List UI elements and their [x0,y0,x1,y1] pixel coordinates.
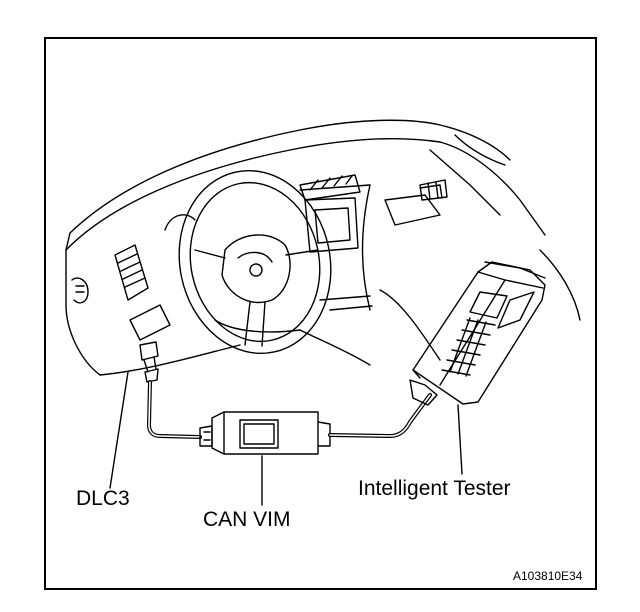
can-vim-unit [199,411,331,455]
cable-dlc3-to-vim [147,380,202,439]
center-air-vents [299,174,448,201]
label-can-vim: CAN VIM [203,508,291,531]
figure-code: A103810E34 [513,569,583,583]
dlc3-connector [139,341,159,383]
intelligent-tester-device [409,261,546,406]
left-air-vent [114,244,149,301]
dashboard-outline [65,119,581,376]
label-dlc3: DLC3 [76,487,130,510]
leader-lines [109,371,463,506]
side-panel [71,277,171,341]
steering-wheel [164,169,371,366]
label-intelligent-tester: Intelligent Tester [358,477,511,500]
